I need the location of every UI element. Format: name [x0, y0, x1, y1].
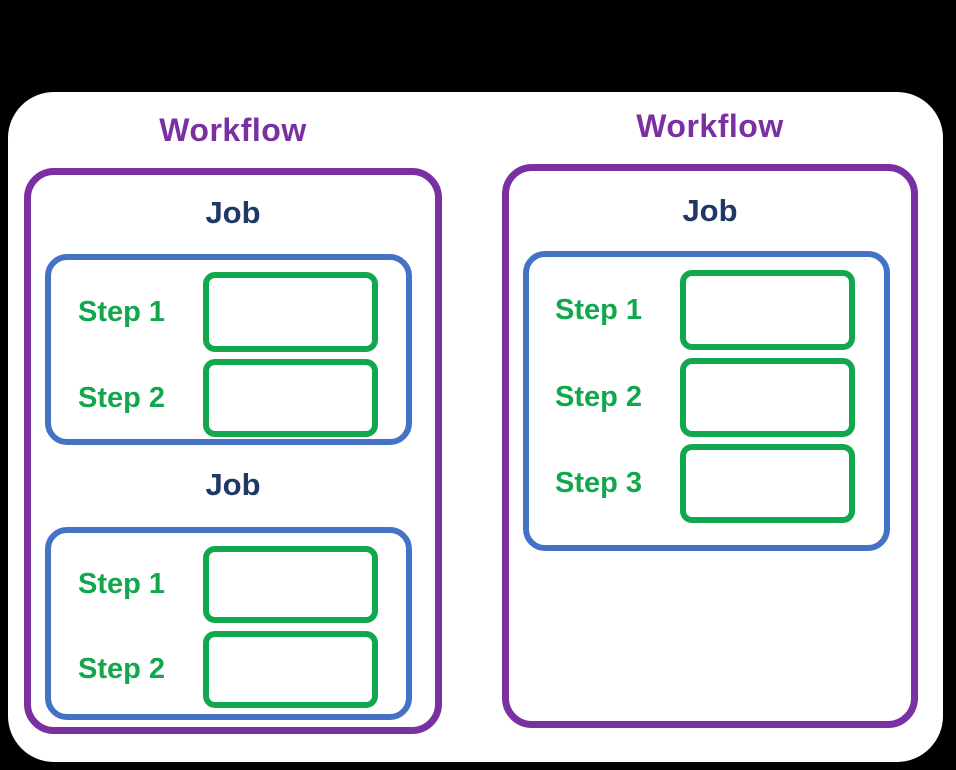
workflow-title: Workflow [636, 108, 784, 144]
job-title: Job [205, 195, 261, 230]
step-box [203, 359, 378, 437]
workflow-container [502, 164, 918, 728]
step-box [680, 270, 855, 350]
step-box [203, 546, 378, 623]
job-container [523, 251, 890, 551]
step-box [680, 358, 855, 437]
job-container [45, 527, 412, 720]
step-label: Step 1 [555, 293, 643, 326]
step-box [203, 631, 378, 708]
step-box [680, 444, 855, 523]
workflow-title: Workflow [159, 112, 307, 148]
step-label: Step 1 [78, 295, 166, 328]
job-title: Job [682, 193, 738, 228]
diagram-panel: Workflow Job Step 1 Step 2 Job Step 1 St… [8, 92, 943, 762]
job-container [45, 254, 412, 445]
step-label: Step 2 [555, 381, 643, 413]
step-label: Step 2 [78, 381, 166, 414]
step-label: Step 1 [78, 568, 166, 600]
workflow-container [24, 168, 442, 734]
step-label: Step 2 [78, 653, 166, 685]
step-label: Step 3 [555, 467, 643, 499]
step-box [203, 272, 378, 352]
job-title: Job [205, 467, 261, 502]
